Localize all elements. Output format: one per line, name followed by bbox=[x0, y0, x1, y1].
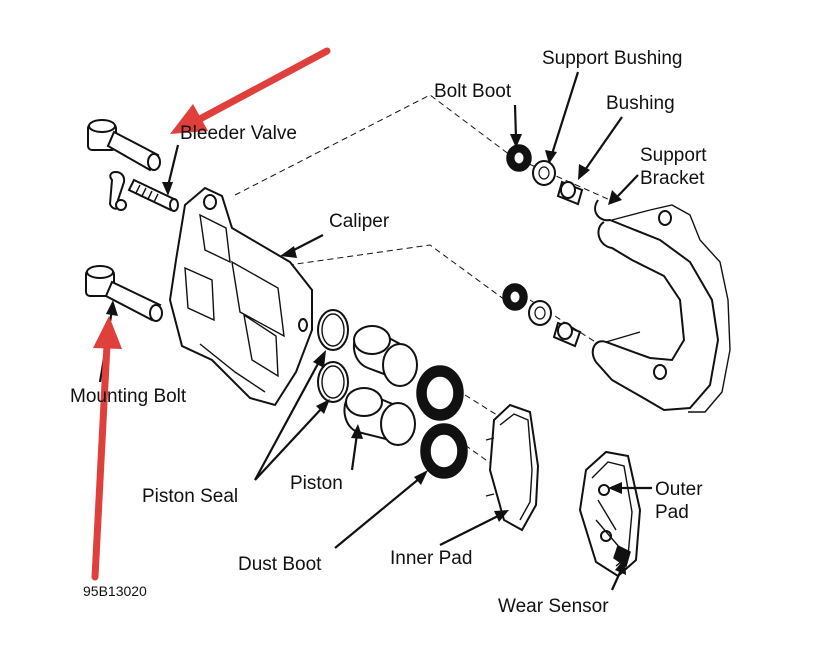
figure-code: 95B13020 bbox=[83, 583, 147, 599]
label-support-bracket-line2: Bracket bbox=[640, 168, 705, 189]
inner-pad bbox=[485, 403, 540, 532]
lower-support-bushing bbox=[528, 300, 552, 326]
lower-bushing bbox=[552, 321, 582, 348]
label-wear-sensor: Wear Sensor bbox=[498, 596, 609, 617]
bleeder-valve-part bbox=[108, 171, 179, 212]
dust-boots bbox=[416, 365, 468, 479]
label-caliper: Caliper bbox=[329, 211, 390, 232]
label-bleeder-valve: Bleeder Valve bbox=[180, 123, 297, 144]
label-outer-pad-line1: Outer bbox=[655, 479, 703, 500]
leader-lines bbox=[98, 71, 652, 591]
support-bracket bbox=[591, 199, 731, 413]
label-piston-seal: Piston Seal bbox=[142, 486, 238, 507]
label-outer-pad-line2: Pad bbox=[655, 502, 689, 523]
caliper-body bbox=[168, 186, 313, 407]
label-support-bracket-line1: Support bbox=[640, 145, 707, 166]
piston-seals bbox=[317, 309, 349, 403]
pistons bbox=[343, 325, 418, 446]
upper-bushing bbox=[556, 180, 584, 206]
label-mounting-bolt: Mounting Bolt bbox=[70, 386, 187, 407]
label-bushing: Bushing bbox=[606, 93, 675, 114]
outer-pad bbox=[578, 450, 642, 578]
label-dust-boot: Dust Boot bbox=[238, 554, 322, 575]
upper-bolt-boot bbox=[506, 144, 532, 172]
upper-mounting-bolt bbox=[87, 119, 161, 172]
label-support-bushing: Support Bushing bbox=[542, 48, 683, 69]
red-annotation-arrow-lower bbox=[91, 316, 122, 581]
red-annotation-arrow bbox=[170, 47, 331, 134]
wear-sensor-part bbox=[613, 544, 631, 568]
label-piston: Piston bbox=[290, 473, 343, 494]
upper-support-bushing bbox=[532, 160, 556, 186]
label-bolt-boot: Bolt Boot bbox=[434, 81, 512, 102]
label-inner-pad: Inner Pad bbox=[390, 548, 472, 569]
lower-mounting-bolt bbox=[85, 265, 163, 322]
lower-bolt-boot bbox=[502, 283, 528, 311]
